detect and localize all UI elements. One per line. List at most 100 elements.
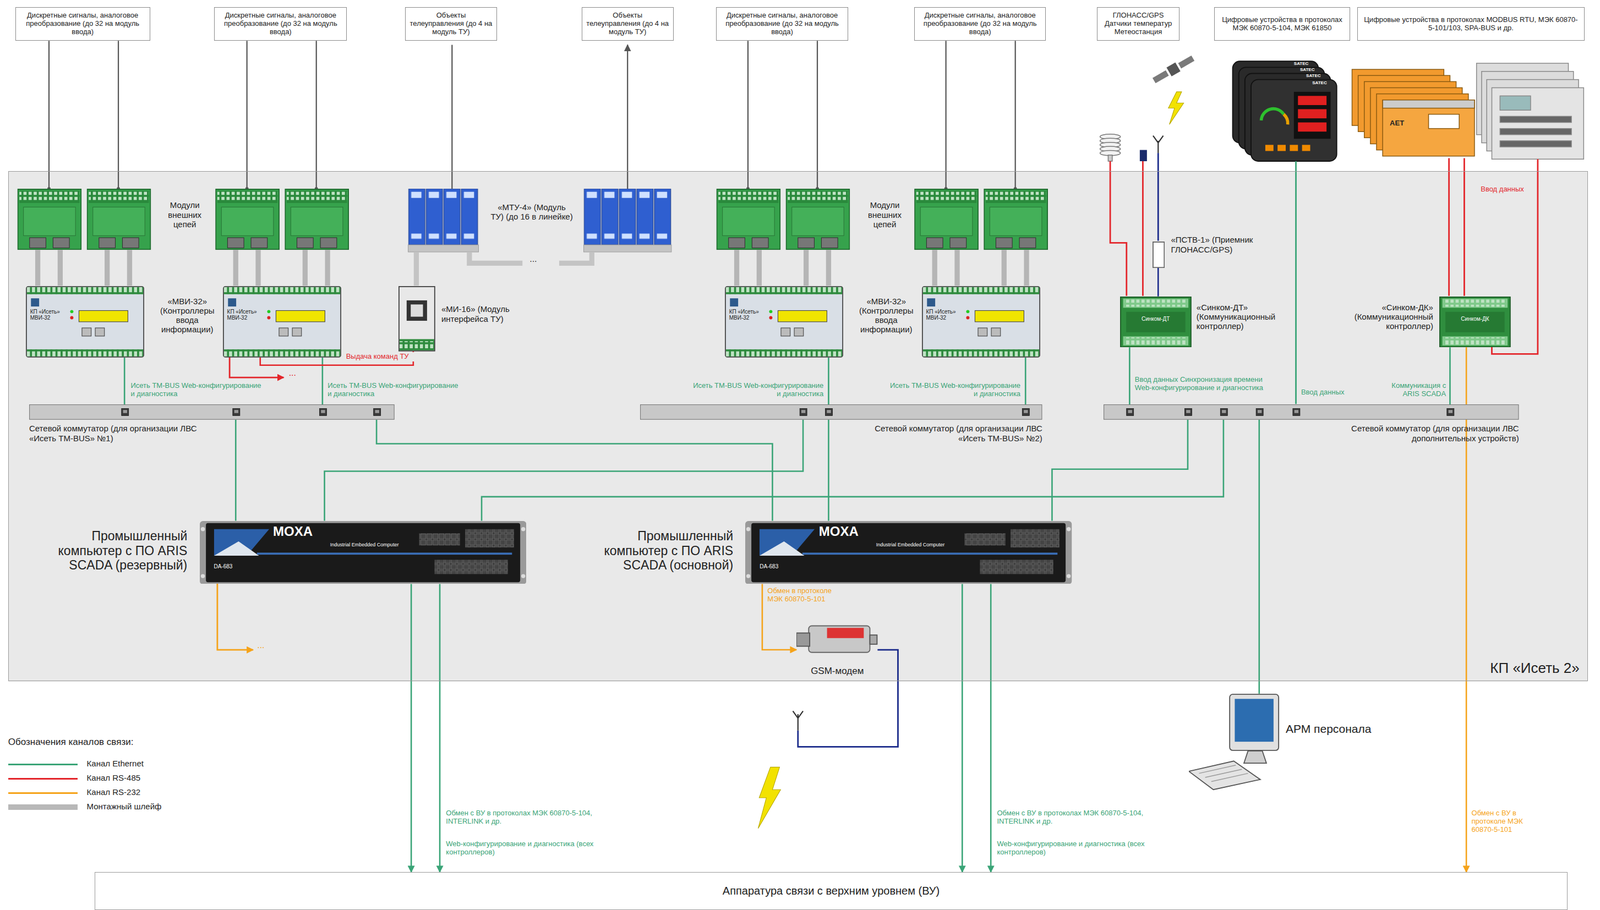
free-label-holder: ... — [529, 254, 537, 265]
industrial-computer: Промышленный компьютер с ПО ARIS SCADA (… — [199, 521, 527, 585]
free-label: Ввод данных — [1301, 388, 1345, 397]
sincom-board — [1439, 296, 1511, 348]
free-label-holder: Ввод данных — [1479, 184, 1526, 195]
device-caption: Сетевой коммутатор (для организации ЛВС … — [1309, 423, 1520, 444]
free-label: ... — [257, 640, 265, 651]
legend-swatch — [8, 792, 78, 795]
edge-label: Обмен с ВУ в протоколах МЭК 60870-5-104,… — [445, 809, 628, 827]
satec-meters — [1232, 61, 1337, 162]
edge-label: Исеть TM-BUS Web-конфигурирование и диаг… — [327, 381, 460, 399]
connector — [1024, 357, 1027, 405]
edge-label-holder: Web-конфигурирование и диагностика (всех… — [995, 839, 1180, 858]
free-label: SATEC — [1306, 73, 1321, 79]
edge-label-holder: Обмен с ВУ в протоколе МЭК 60870-5-101 — [1470, 809, 1539, 835]
free-label: Обозначения каналов связи: — [8, 736, 134, 748]
digital-device-box: Цифровые устройства в протоколах MODBUS … — [1357, 7, 1585, 41]
mvi32-controller: КП «Исеть» МВИ-32 — [921, 286, 1041, 358]
device-caption-holder: «ПСТВ-1» (Приемник ГЛОНАСС/GPS) — [1170, 235, 1254, 255]
switch-bar — [1103, 404, 1520, 420]
device-face-text-holder: MOXA — [818, 523, 859, 540]
edge-label-holder: Обмен с ВУ в протоколах МЭК 60870-5-104,… — [444, 809, 629, 827]
mvi32-controller: КП «Исеть» МВИ-32«МВИ-32» (Контроллеры в… — [724, 286, 844, 358]
control-object-box: Объекты телеуправления (до 4 на модуль Т… — [581, 7, 674, 41]
connector — [827, 357, 830, 405]
computer-faceplate — [199, 521, 527, 585]
free-label: «МТУ-4» (Модуль ТУ) (до 16 в линейке) — [490, 202, 573, 222]
sincom-controller: Синком-ДК«Синком-ДК» (Коммуникационный к… — [1439, 296, 1511, 348]
edge-label-holder: Исеть TM-BUS Web-конфигурирование и диаг… — [326, 381, 461, 400]
box-label: Дискретные сигналы, аналоговое преобразо… — [918, 11, 1042, 37]
device-caption: Промышленный компьютер с ПО ARIS SCADA (… — [27, 528, 188, 573]
device-face-text: DA-683 — [213, 563, 233, 571]
edge-label: Обмен с ВУ в протоколах МЭК 60870-5-104,… — [996, 809, 1179, 827]
device-caption-holder: Промышленный компьютер с ПО ARIS SCADA (… — [27, 528, 188, 573]
device-face-text: DA-683 — [759, 563, 779, 571]
connector — [123, 357, 126, 405]
edge-label: Исеть TM-BUS Web-конфигурирование и диаг… — [130, 381, 263, 399]
free-label: Модули внешних цепей — [860, 200, 910, 229]
satellite — [1151, 53, 1196, 86]
mvi32-controller: КП «Исеть» МВИ-32 — [222, 286, 342, 358]
computer-faceplate — [745, 521, 1072, 585]
gsm-modem: GSM-модем — [796, 615, 878, 662]
free-label: SATEC — [1312, 80, 1328, 86]
device-caption: Сетевой коммутатор (для организации ЛВС … — [29, 423, 217, 444]
signal-source-box: Дискретные сигналы, аналоговое преобразо… — [15, 7, 151, 41]
edge-label: Исеть TM-BUS Web-конфигурирование и диаг… — [888, 381, 1021, 399]
device-face-text: КП «Исеть» МВИ-32 — [729, 308, 768, 322]
edge-label-holder: Web-конфигурирование и диагностика (всех… — [444, 839, 629, 858]
edge-label: Обмен в протоколе МЭК 60870-5-101 — [767, 587, 834, 604]
connector — [961, 583, 964, 873]
free-label: SATEC — [1300, 67, 1315, 73]
device-face-text-holder: Синком-ДТ — [1122, 315, 1189, 323]
free-label-holder: Модули внешних цепей — [859, 199, 911, 230]
device-caption: «ПСТВ-1» (Приемник ГЛОНАСС/GPS) — [1170, 235, 1254, 255]
relay-devices — [1351, 69, 1474, 157]
mvi32-controller: КП «Исеть» МВИ-32«МВИ-32» (Контроллеры в… — [25, 286, 145, 358]
free-label-holder: SATEC — [1306, 73, 1321, 79]
connector — [1258, 419, 1260, 695]
free-label-holder: Ввод данных — [1300, 388, 1346, 398]
device-caption-holder: «МИ-16» (Модуль интерфейса ТУ) — [441, 304, 558, 324]
receiver-box — [1152, 241, 1165, 269]
device-face-text: MOXA — [272, 523, 313, 540]
device-caption: Сетевой коммутатор (для организации ЛВС … — [855, 423, 1043, 444]
device-caption-holder: Промышленный компьютер с ПО ARIS SCADA (… — [573, 528, 734, 573]
mvi32-face — [25, 286, 145, 358]
device-face-text: Синком-ДТ — [1122, 315, 1189, 323]
free-label: Модули внешних цепей — [160, 200, 210, 229]
legend-text: Канал Ethernet — [86, 758, 144, 769]
connector — [1157, 268, 1160, 297]
device-face-text-holder: Industrial Embedded Computer — [876, 542, 946, 548]
sensor-source-box: ГЛОНАСС/GPS Датчики температур Метеостан… — [1096, 7, 1180, 41]
edge-label: Обмен с ВУ в протоколе МЭК 60870-5-101 — [1471, 809, 1538, 835]
connector — [1449, 347, 1451, 405]
device-caption-holder: «МВИ-32» (Контроллеры ввода информации) — [154, 296, 221, 335]
legend-text-holder: Канал Ethernet — [86, 758, 144, 769]
legend-text: Канал RS-485 — [86, 773, 141, 783]
panel-title-holder: КП «Исеть 2» — [1489, 660, 1580, 677]
device-face-text-holder: MOXA — [272, 523, 313, 540]
switch-bar — [29, 404, 395, 420]
device-caption-holder: «МВИ-32» (Контроллеры ввода информации) — [853, 296, 920, 335]
upper-level-equipment: Аппаратура связи с верхним уровнем (ВУ) — [94, 872, 1567, 910]
device-face-text-holder: Industrial Embedded Computer — [330, 542, 400, 548]
device-caption: «Синком-ДТ» (Коммуникационный контроллер… — [1196, 302, 1285, 332]
legend-swatch — [8, 804, 78, 811]
switch-bar — [640, 404, 1042, 420]
edge-label: Выдача команд ТУ — [346, 352, 429, 362]
device-face-text: КП «Исеть» МВИ-32 — [227, 308, 266, 322]
edge-label: Ввод данных Синхронизация времени Web-ко… — [1134, 375, 1265, 393]
box-label: Объекты телеуправления (до 4 на модуль Т… — [585, 11, 670, 37]
device-caption: «МВИ-32» (Контроллеры ввода информации) — [154, 296, 221, 335]
signal-source-box: Дискретные сигналы, аналоговое преобразо… — [914, 7, 1046, 41]
legend-text-holder: Монтажный шлейф — [86, 801, 162, 812]
mvi32-face — [921, 286, 1041, 358]
signal-source-box: Дискретные сигналы, аналоговое преобразо… — [214, 7, 347, 41]
network-switch: Сетевой коммутатор (для организации ЛВС … — [1103, 404, 1520, 420]
device-caption: Промышленный компьютер с ПО ARIS SCADA (… — [573, 528, 734, 573]
connector — [481, 419, 1224, 522]
legend-swatch — [8, 778, 78, 780]
edge-label: Web-конфигурирование и диагностика (всех… — [996, 840, 1179, 857]
